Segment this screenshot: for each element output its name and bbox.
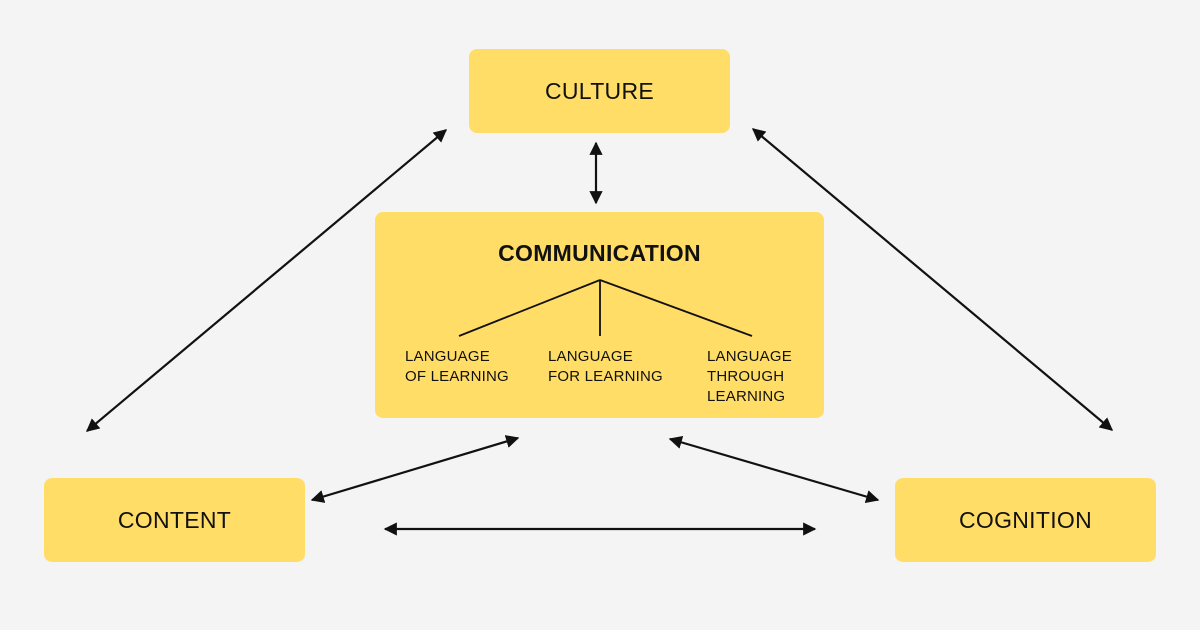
arrow-communication-cognition: [668, 436, 880, 503]
language-for-learning-label: LANGUAGE FOR LEARNING: [548, 348, 663, 385]
culture-label: CULTURE: [544, 77, 654, 104]
cognition-node: COGNITION: [895, 478, 1156, 562]
communication-node: COMMUNICATION LANGUAGE OF LEARNING LANGU…: [375, 212, 824, 418]
content-node: CONTENT: [44, 478, 305, 562]
language-through-learning-label: LANGUAGE THROUGH LEARNING: [707, 348, 792, 405]
language-of-learning-label: LANGUAGE OF LEARNING: [405, 348, 509, 385]
arrow-content-communication: [310, 435, 520, 503]
communication-title: COMMUNICATION: [498, 240, 701, 266]
culture-node: CULTURE: [469, 49, 730, 133]
cognition-label: COGNITION: [958, 506, 1093, 533]
content-label: CONTENT: [117, 506, 232, 533]
